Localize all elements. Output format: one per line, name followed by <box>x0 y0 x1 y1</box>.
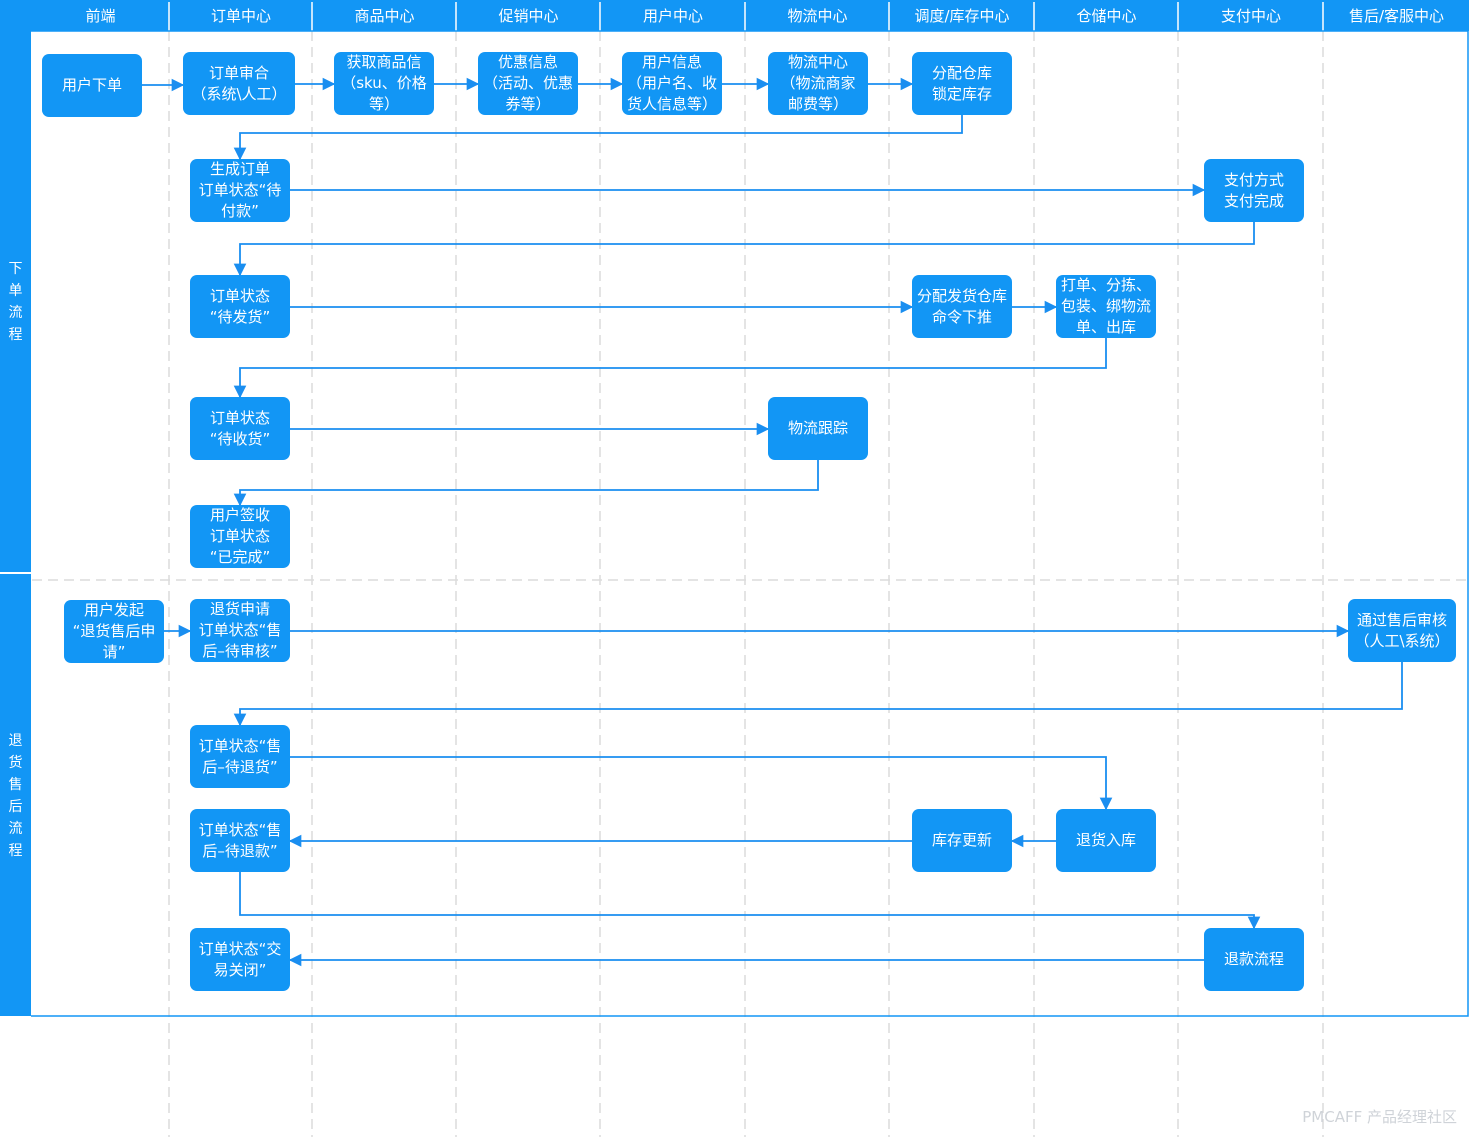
grid-lines <box>32 31 1469 1137</box>
node-logistics-tracking[interactable]: 物流跟踪 <box>768 397 868 460</box>
column-header-goods-center: 商品中心 <box>354 7 415 25</box>
column-header-user-center: 用户中心 <box>642 7 703 25</box>
node-goods-info[interactable]: 获取商品信 （sku、价格 等） <box>334 52 434 115</box>
lane-label-return-flow: 退货售后流程 <box>8 732 23 859</box>
column-header-dispatch-inventory-center: 调度/库存中心 <box>914 7 1010 25</box>
column-header-bar <box>0 0 1469 31</box>
flow-arrow <box>290 756 1113 811</box>
node-logistics-center[interactable]: 物流中心 （物流商家 邮费等） <box>768 52 868 115</box>
column-header-payment-center: 支付中心 <box>1220 7 1281 25</box>
lane-label-order-flow: 下单流程 <box>8 260 23 343</box>
flow-arrow <box>233 338 1107 399</box>
flow-arrow <box>233 222 1255 277</box>
node-wait-return[interactable]: 订单状态“售 后–待退货” <box>190 725 290 788</box>
flow-connectors <box>142 77 1403 967</box>
node-promo-info[interactable]: 优惠信息 （活动、优惠 券等） <box>478 52 578 115</box>
column-header-warehouse-center: 仓储中心 <box>1076 7 1137 25</box>
flow-arrow <box>233 115 963 161</box>
flow-arrow <box>239 872 1261 930</box>
node-order-review[interactable]: 订单审合 （系统\人工） <box>183 52 295 115</box>
frame-border <box>31 30 1469 1017</box>
node-return-apply[interactable]: 退货申请 订单状态“售 后–待审核” <box>190 599 290 662</box>
node-trade-closed[interactable]: 订单状态“交 易关闭” <box>190 928 290 991</box>
node-user-order[interactable]: 用户下单 <box>42 54 142 117</box>
node-assign-warehouse[interactable]: 分配仓库 锁定库存 <box>912 52 1012 115</box>
column-header-logistics-center: 物流中心 <box>787 7 848 25</box>
node-return-request-start[interactable]: 用户发起 “退货售后申 请” <box>64 600 164 663</box>
diagram-frame <box>0 0 1469 1017</box>
node-refund-flow[interactable]: 退款流程 <box>1204 928 1304 991</box>
node-stock-update[interactable]: 库存更新 <box>912 809 1012 872</box>
node-return-stock-in[interactable]: 退货入库 <box>1056 809 1156 872</box>
flow-arrow <box>233 662 1403 727</box>
node-wait-receive[interactable]: 订单状态 “待收货” <box>190 397 290 460</box>
column-header-frontend: 前端 <box>85 7 116 25</box>
node-pick-pack-ship[interactable]: 打单、分拣、 包装、绑物流 单、出库 <box>1056 275 1156 338</box>
column-header-order-center: 订单中心 <box>210 7 271 25</box>
node-wait-refund[interactable]: 订单状态“售 后–待退款” <box>190 809 290 872</box>
watermark: PMCAFF 产品经理社区 <box>1302 1108 1457 1126</box>
node-user-info[interactable]: 用户信息 （用户名、收 货人信息等） <box>622 52 722 115</box>
node-assign-ship-warehouse[interactable]: 分配发货仓库 命令下推 <box>912 275 1012 338</box>
column-header-promotion-center: 促销中心 <box>498 7 559 25</box>
node-payment[interactable]: 支付方式 支付完成 <box>1204 159 1304 222</box>
node-aftersale-review[interactable]: 通过售后审核 （人工\系统） <box>1348 599 1456 662</box>
flow-arrow <box>233 460 819 507</box>
node-create-order[interactable]: 生成订单 订单状态“待 付款” <box>190 159 290 222</box>
column-header-aftersale-center: 售后/客服中心 <box>1348 7 1445 25</box>
node-signed-complete[interactable]: 用户签收 订单状态 “已完成” <box>190 505 290 568</box>
lane-label-bar <box>0 0 31 1016</box>
node-wait-ship[interactable]: 订单状态 “待发货” <box>190 275 290 338</box>
